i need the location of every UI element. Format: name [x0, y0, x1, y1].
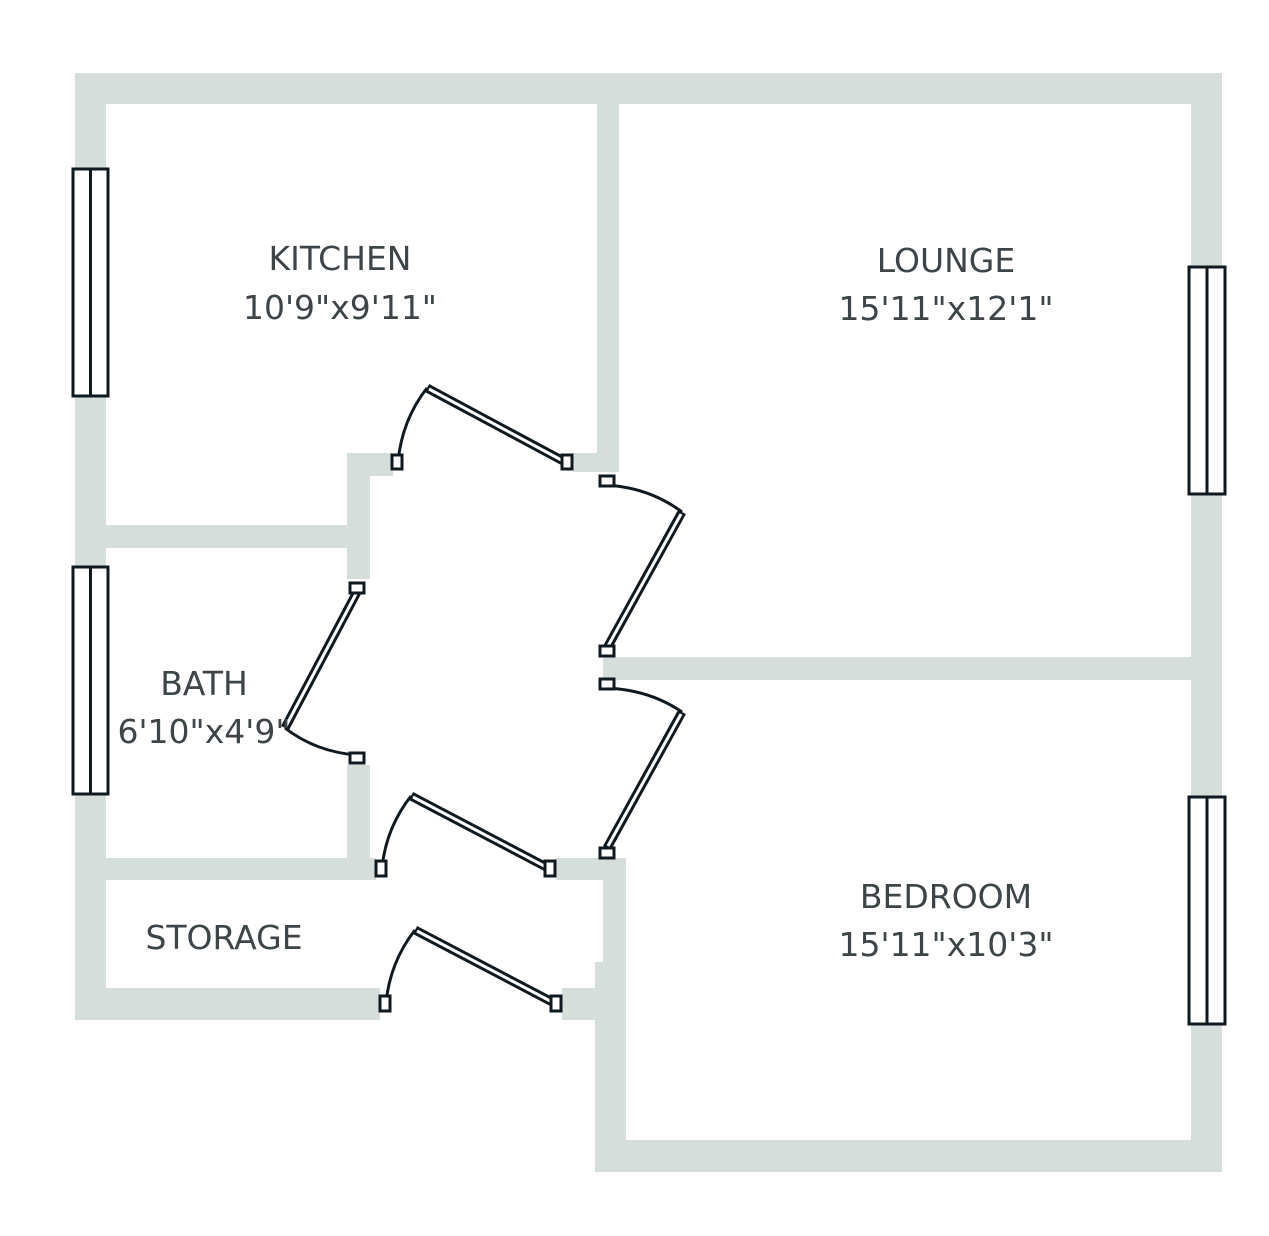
wall-bath-bottom [106, 858, 376, 880]
lounge-size: 15'11"x12'1" [839, 289, 1054, 328]
door-bedroom [598, 677, 686, 860]
wall-top [75, 73, 1222, 104]
wall-hall-top-stub [347, 453, 393, 476]
wall-storage-bottom [75, 988, 380, 1020]
window-bedroom [1187, 795, 1227, 1026]
wall-storage-top-right [556, 858, 626, 880]
door-lounge [598, 474, 686, 658]
door-storage-entry [378, 926, 563, 1013]
wall-kitchen-lounge [597, 104, 619, 472]
window-lounge [1187, 265, 1227, 496]
wall-bottom [595, 1140, 1222, 1172]
bath-name: BATH [160, 664, 248, 703]
room-labels: KITCHEN 10'9"x9'11" LOUNGE 15'11"x12'1" … [117, 239, 1053, 964]
bedroom-name: BEDROOM [860, 877, 1032, 916]
wall-kitchen-stub [573, 453, 619, 472]
doors [281, 384, 686, 1013]
kitchen-name: KITCHEN [269, 239, 412, 278]
wall-bedroom-left [595, 962, 626, 1172]
bedroom-size: 15'11"x10'3" [839, 925, 1054, 964]
wall-lounge-bedroom [603, 657, 1191, 680]
storage-name: STORAGE [145, 918, 302, 957]
lounge-name: LOUNGE [877, 241, 1015, 280]
kitchen-size: 10'9"x9'11" [243, 288, 437, 327]
door-hall-storage [374, 792, 557, 878]
wall-hall-left-upper [347, 453, 370, 579]
walls [75, 73, 1222, 1172]
window-bath [71, 565, 110, 796]
bath-size: 6'10"x4'9" [117, 712, 290, 751]
windows [71, 167, 1227, 1026]
door-bath [281, 581, 366, 765]
wall-storage-right [603, 858, 626, 962]
window-kitchen [71, 167, 110, 398]
wall-kitchen-bottom [106, 525, 348, 548]
wall-hall-left-lower [347, 765, 370, 865]
door-kitchen [390, 384, 574, 471]
